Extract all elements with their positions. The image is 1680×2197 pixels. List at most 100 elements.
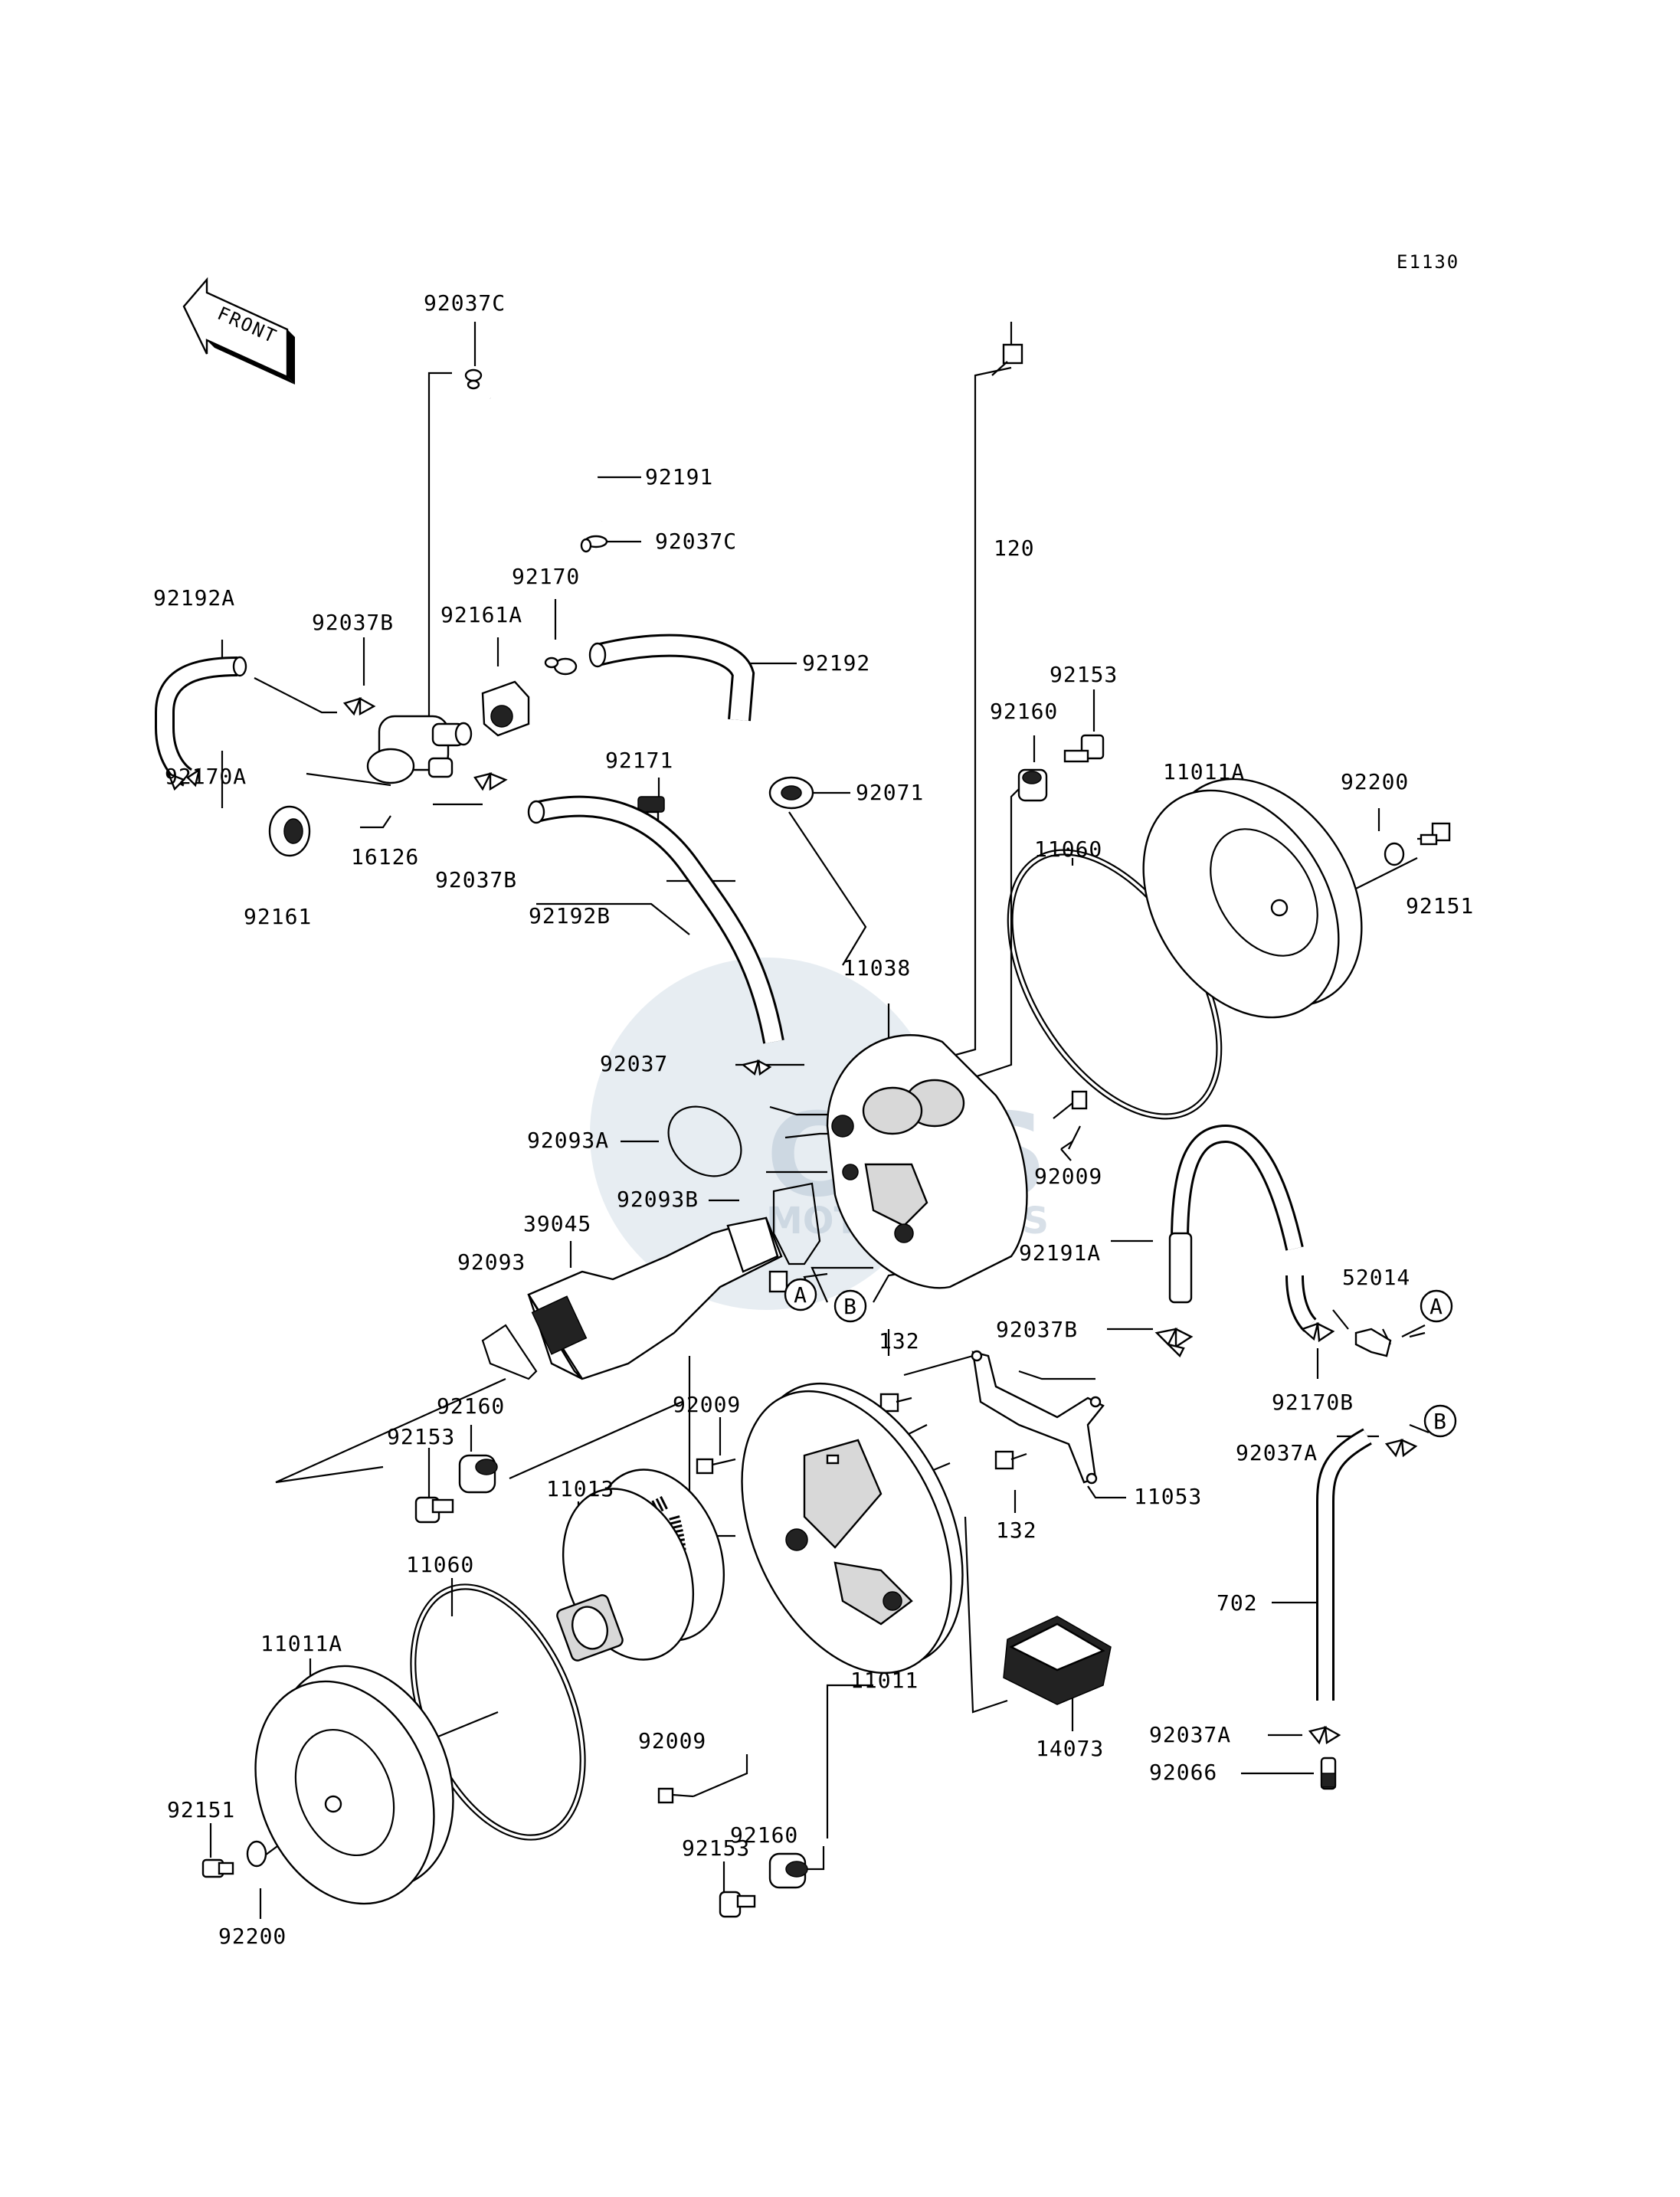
- bolt-icon: [994, 1450, 1027, 1470]
- air-filter-cover-icon: [254, 1665, 454, 1905]
- svg-text:A: A: [794, 1282, 807, 1308]
- clamp-icon: [544, 656, 578, 676]
- label-92009-bottom: 92009: [638, 1728, 706, 1753]
- cap-icon: [481, 680, 530, 737]
- label-11011A-top: 11011A: [1163, 759, 1245, 784]
- ref-marker-a-right: A: [1420, 1289, 1453, 1323]
- clamp-icon: [741, 1059, 772, 1076]
- bolt-icon: [1053, 1090, 1088, 1119]
- clamp-icon: [1308, 1725, 1341, 1745]
- cap-icon: [268, 805, 311, 857]
- label-11060-left: 11060: [406, 1552, 474, 1577]
- label-92037C-mid: 92037C: [655, 529, 737, 554]
- bolt-icon: [1420, 822, 1451, 846]
- label-92192A: 92192A: [153, 585, 235, 611]
- label-92093A: 92093A: [527, 1128, 609, 1153]
- label-92037B-a: 92037B: [312, 610, 394, 635]
- intake-duct-icon: [527, 1216, 788, 1380]
- label-92151-top: 92151: [1406, 893, 1474, 918]
- bolt-icon: [696, 1458, 736, 1475]
- air-filter-cover-icon: [1142, 778, 1363, 1019]
- label-92151-left: 92151: [167, 1797, 235, 1822]
- label-92153-top: 92153: [1050, 662, 1118, 687]
- label-92037A-top: 92037A: [1236, 1440, 1318, 1465]
- clamp-icon: [166, 768, 201, 791]
- hose-section-icon: [1168, 1232, 1193, 1304]
- svg-text:B: B: [1433, 1409, 1447, 1434]
- label-132-top: 132: [879, 1328, 920, 1354]
- bushing-icon: [1017, 768, 1048, 802]
- label-14073: 14073: [1036, 1736, 1104, 1761]
- label-92200-left: 92200: [218, 1924, 287, 1949]
- valve-icon: [366, 715, 473, 784]
- clamp-icon: [1300, 1321, 1335, 1343]
- bolt-icon: [201, 1858, 234, 1878]
- label-11038: 11038: [843, 955, 911, 981]
- bolt-icon: [657, 1787, 694, 1804]
- bolt-icon: [1063, 734, 1105, 763]
- gasket-icon: [667, 1105, 742, 1177]
- label-92009-right: 92009: [1034, 1164, 1102, 1189]
- bolt-icon: [879, 1393, 912, 1413]
- label-92037: 92037: [600, 1051, 668, 1076]
- label-11011A-left: 11011A: [260, 1631, 342, 1656]
- bolt-icon: [991, 343, 1023, 376]
- label-92160-top: 92160: [990, 699, 1058, 724]
- label-11013: 11013: [546, 1476, 614, 1501]
- air-filter-element-icon: [556, 1468, 725, 1662]
- label-39045: 39045: [523, 1211, 591, 1236]
- air-cleaner-backplate-icon: [741, 1382, 964, 1675]
- label-92161: 92161: [244, 904, 312, 929]
- label-92200-top: 92200: [1341, 769, 1409, 794]
- label-92192: 92192: [802, 650, 870, 676]
- grommet-icon: [768, 776, 814, 810]
- label-92170: 92170: [512, 564, 580, 589]
- label-11011: 11011: [850, 1668, 919, 1693]
- clamp-icon: [342, 696, 376, 716]
- label-132-bottom: 132: [996, 1518, 1037, 1543]
- front-arrow-icon: FRONT: [182, 277, 295, 385]
- ref-marker-b-right: B: [1423, 1404, 1457, 1438]
- washer-icon: [1384, 842, 1405, 866]
- clamp-icon: [1154, 1328, 1194, 1358]
- label-92071: 92071: [856, 780, 924, 805]
- label-92037B-c: 92037B: [996, 1317, 1078, 1342]
- label-16126: 16126: [351, 844, 419, 869]
- gasket-icon: [772, 1182, 821, 1265]
- clamp-icon: [580, 535, 608, 553]
- label-92153-bottom: 92153: [682, 1835, 750, 1861]
- reed-valve-icon: [1003, 1616, 1112, 1705]
- ref-markers: A B A B: [784, 1278, 1457, 1438]
- svg-text:A: A: [1429, 1294, 1443, 1319]
- washer-icon: [246, 1840, 267, 1868]
- diagram-code: E1130: [1397, 251, 1459, 273]
- gasket-icon: [481, 1324, 538, 1380]
- label-92093: 92093: [457, 1249, 526, 1275]
- svg-text:B: B: [843, 1294, 857, 1319]
- ref-marker-b: B: [833, 1289, 867, 1323]
- label-92170A: 92170A: [165, 764, 247, 789]
- elbow-fitting-icon: [1354, 1328, 1392, 1357]
- label-120: 120: [994, 535, 1035, 561]
- bushing-icon: [458, 1454, 498, 1494]
- bushing-icon: [768, 1852, 808, 1889]
- label-92170B: 92170B: [1272, 1390, 1354, 1415]
- label-92161A: 92161A: [440, 602, 522, 627]
- label-52014: 52014: [1342, 1265, 1410, 1290]
- clamp-icon: [473, 772, 508, 791]
- label-92037C-top: 92037C: [424, 290, 506, 316]
- label-92191A: 92191A: [1019, 1240, 1101, 1265]
- label-92153-left: 92153: [387, 1424, 455, 1449]
- part-shapes: [155, 343, 1451, 1918]
- air-cleaner-base-icon: [826, 1034, 1028, 1289]
- label-92160-bottom: 92160: [730, 1822, 798, 1848]
- label-92009-mid: 92009: [673, 1392, 741, 1417]
- bolt-icon: [414, 1496, 454, 1524]
- label-92160-left: 92160: [437, 1393, 505, 1419]
- label-11060-top: 11060: [1034, 837, 1102, 862]
- label-11053: 11053: [1134, 1484, 1202, 1509]
- label-92037B-b: 92037B: [435, 867, 517, 892]
- label-92192B: 92192B: [529, 903, 611, 928]
- clamp-icon: [464, 368, 483, 390]
